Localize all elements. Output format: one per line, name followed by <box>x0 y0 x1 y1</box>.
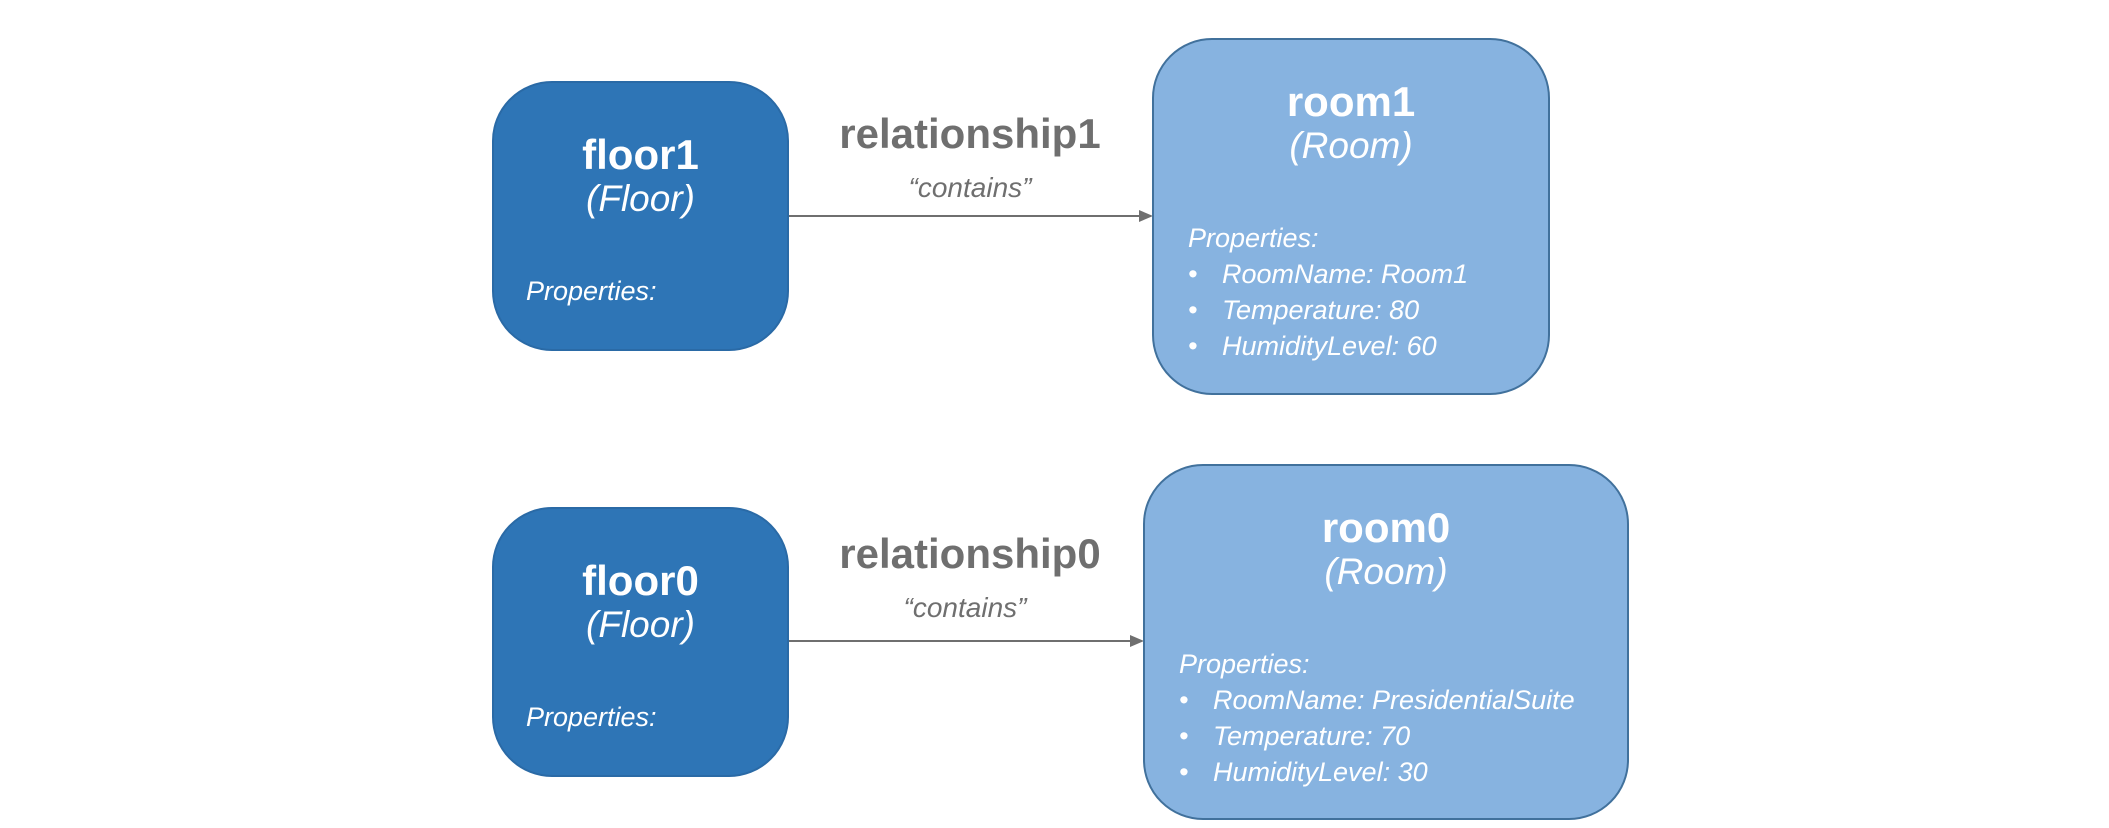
room0-properties: Properties: RoomName: PresidentialSuite … <box>1179 646 1575 790</box>
floor0-type: (Floor) <box>586 604 695 646</box>
room1-properties: Properties: RoomName: Room1 Temperature:… <box>1188 220 1468 364</box>
room0-property-item: HumidityLevel: 30 <box>1179 754 1575 790</box>
floor0-properties: Properties: <box>526 699 657 735</box>
room1-node[interactable]: room1 (Room) Properties: RoomName: Room1… <box>1152 38 1550 395</box>
room1-property-item: HumidityLevel: 60 <box>1188 328 1468 364</box>
floor1-node[interactable]: floor1 (Floor) Properties: <box>492 81 789 351</box>
room0-type: (Room) <box>1324 551 1448 593</box>
room1-title: room1 <box>1286 78 1416 125</box>
room1-properties-label: Properties: <box>1188 223 1319 253</box>
floor1-type: (Floor) <box>586 178 695 220</box>
relationship1-name: relationship1 <box>839 110 1101 157</box>
room0-title: room0 <box>1321 504 1451 551</box>
room0-property-item: RoomName: PresidentialSuite <box>1179 682 1575 718</box>
floor1-properties: Properties: <box>526 273 657 309</box>
floor1-properties-label: Properties: <box>526 276 657 306</box>
room0-properties-label: Properties: <box>1179 649 1310 679</box>
room1-type: (Room) <box>1289 125 1413 167</box>
relationship0-label: “contains” <box>903 592 1027 623</box>
floor1-title: floor1 <box>582 131 699 178</box>
room1-property-item: RoomName: Room1 <box>1188 256 1468 292</box>
floor0-title: floor0 <box>582 557 699 604</box>
floor0-properties-label: Properties: <box>526 702 657 732</box>
room0-node[interactable]: room0 (Room) Properties: RoomName: Presi… <box>1143 464 1629 820</box>
floor0-node[interactable]: floor0 (Floor) Properties: <box>492 507 789 777</box>
room0-property-item: Temperature: 70 <box>1179 718 1575 754</box>
relationship0-name: relationship0 <box>839 530 1101 577</box>
room1-property-item: Temperature: 80 <box>1188 292 1468 328</box>
room1-property-list: RoomName: Room1 Temperature: 80 Humidity… <box>1188 256 1468 364</box>
room0-property-list: RoomName: PresidentialSuite Temperature:… <box>1179 682 1575 790</box>
relationship1-label: “contains” <box>908 172 1032 203</box>
